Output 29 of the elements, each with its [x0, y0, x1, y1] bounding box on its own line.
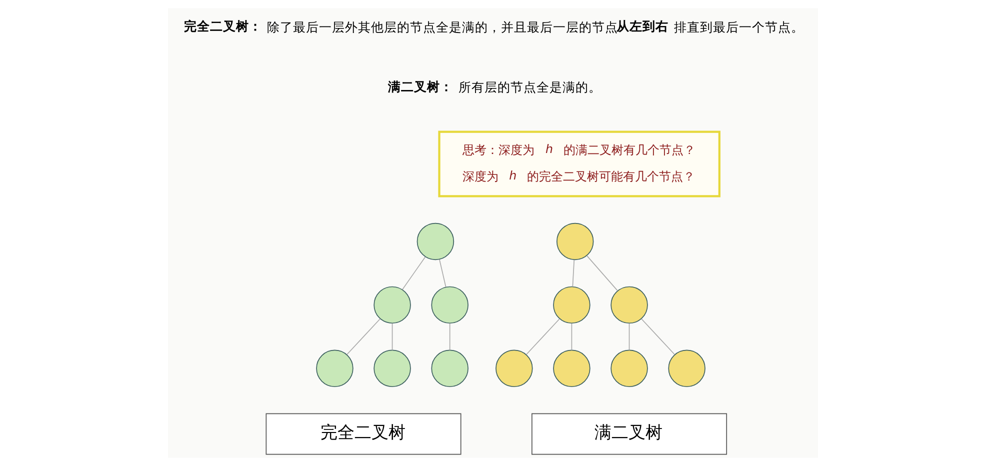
node-circle — [610, 286, 648, 324]
node-circle — [552, 286, 590, 324]
node-circle — [668, 350, 705, 388]
node-circle — [416, 222, 454, 260]
node-circle — [430, 350, 468, 388]
connector — [448, 322, 450, 351]
connector — [628, 322, 630, 351]
connector — [525, 318, 560, 355]
connector — [438, 259, 446, 288]
node-circle — [552, 350, 590, 388]
node-circle — [556, 222, 594, 260]
node-box: 满二叉树 — [531, 413, 727, 455]
connector — [572, 259, 574, 288]
connector — [402, 256, 426, 290]
connector — [391, 322, 392, 351]
node-circle — [430, 286, 468, 324]
label: 满二叉树：所有层的节点全是满的。 — [388, 78, 601, 95]
connector — [640, 318, 675, 355]
node-circle — [610, 350, 648, 388]
node-circle — [316, 350, 353, 388]
connector — [586, 255, 618, 292]
label: 完全二叉树：除了最后一层外其他层的节点全是满的，并且最后一层的节点从左到右排直到最后一个节点。 — [184, 18, 804, 35]
node-circle — [373, 286, 410, 324]
node-circle — [373, 350, 410, 388]
connector — [570, 322, 572, 351]
node-box: 完全二叉树 — [265, 413, 461, 455]
node-box: 思考：深度为 h 的满二叉树有几个节点？ 深度为 h 的完全二叉树可能有几个节点？ — [438, 130, 720, 198]
connector — [346, 318, 380, 355]
node-circle — [495, 350, 532, 388]
